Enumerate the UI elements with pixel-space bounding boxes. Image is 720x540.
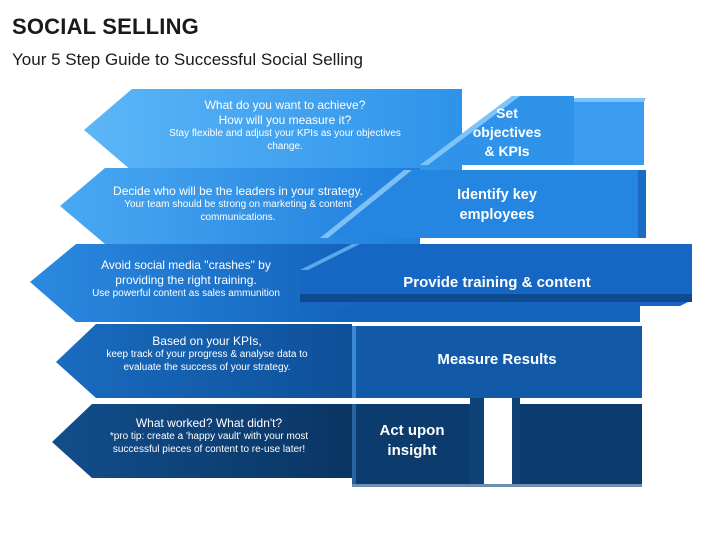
step-5-lead-1: What worked? What didn't? — [135, 416, 283, 430]
step-4-label-line-1: Measure Results — [437, 351, 557, 368]
step-3-lead-1: Avoid social media "crashes" by — [101, 258, 271, 272]
step-3-sub-1: Use powerful content as sales ammunition — [92, 288, 280, 299]
step-3-arrow — [30, 244, 692, 322]
step-2-sub-2: communications. — [200, 211, 276, 223]
step-5-label-line-2: insight — [387, 442, 437, 460]
step-2-label: Identify key employees — [432, 186, 562, 225]
step-1-sub-2: change. — [267, 140, 303, 152]
step-1-lead-2: How will you measure it? — [218, 113, 352, 127]
step-4-sub-2: evaluate the success of your strategy. — [123, 361, 291, 373]
step-2-description: Decide who will be the leaders in your s… — [88, 184, 388, 224]
step-1-label: Set objectives & KPIs — [452, 104, 562, 161]
step-5-sub-2: successful pieces of content to re-use l… — [112, 443, 306, 455]
step-4-description: Based on your KPIs, keep track of your p… — [82, 334, 332, 374]
step-1-label-line-1: Set — [496, 105, 518, 121]
step-3-lead-2: providing the right training. — [115, 273, 257, 287]
step-2-sub-1: Your team should be strong on marketing … — [124, 199, 352, 210]
step-4-lead-1: Based on your KPIs, — [152, 334, 262, 348]
step-1-lead-1: What do you want to achieve? — [204, 98, 366, 112]
step-3-description: Avoid social media "crashes" by providin… — [66, 258, 306, 301]
step-5-sub-1: *pro tip: create a 'happy vault' with yo… — [109, 431, 309, 442]
step-1-description: What do you want to achieve? How will yo… — [150, 98, 420, 153]
step-2-label-line-2: employees — [459, 206, 535, 223]
page-title: SOCIAL SELLING — [12, 14, 199, 39]
step-1-sub-1: Stay flexible and adjust your KPIs as yo… — [169, 128, 401, 139]
step-4-sub-1: keep track of your progress & analyse da… — [106, 349, 308, 360]
step-5-description: What worked? What didn't? *pro tip: crea… — [84, 416, 334, 456]
step-1-label-line-2: objectives — [472, 123, 542, 140]
step-5-arrow — [52, 398, 642, 486]
step-2-lead-1: Decide who will be the leaders in your s… — [113, 184, 363, 198]
step-4-label: Measure Results — [372, 350, 622, 370]
foundation-shadow — [352, 484, 642, 487]
step-2-arrow — [60, 168, 646, 244]
step-1-label-line-3: & KPIs — [484, 142, 530, 159]
house-chimney — [568, 98, 646, 165]
step-3-label-line-1: Provide training & content — [403, 274, 591, 291]
step-1-arrow — [84, 89, 574, 171]
page-subtitle: Your 5 Step Guide to Successful Social S… — [12, 50, 363, 69]
step-4-arrow — [56, 324, 642, 398]
step-3-label: Provide training & content — [372, 273, 622, 293]
step-5-label-line-1: Act upon — [379, 422, 445, 439]
step-2-label-line-1: Identify key — [457, 187, 537, 203]
step-5-label: Act upon insight — [356, 421, 468, 462]
